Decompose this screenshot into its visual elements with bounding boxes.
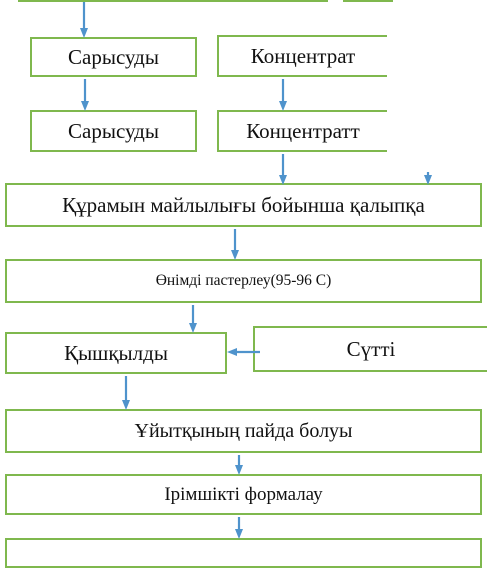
whey-box-2: Сарысуды: [30, 110, 197, 152]
concentrate-box-2: Концентратт: [217, 110, 387, 152]
normalize-fat-box: Құрамын майлылығы бойынша қалыпқа: [5, 183, 482, 227]
cheese-forming-box: Ірімшікті формалау: [5, 474, 482, 515]
pasteurize-box: Өнімді пастерлеу(95-96 С): [5, 259, 482, 303]
concentrate-box-1: Концентрат: [217, 35, 387, 77]
milk-box: Сүтті: [253, 326, 487, 372]
top-right-box-cropped: [343, 0, 393, 2]
flow-arrows: [80, 2, 432, 539]
top-box-cropped: [18, 0, 328, 2]
yeast-formation-box: Ұйытқының пайда болуы: [5, 409, 482, 453]
acid-box: Қышқылды: [5, 332, 227, 374]
whey-box-1: Сарысуды: [30, 37, 197, 77]
